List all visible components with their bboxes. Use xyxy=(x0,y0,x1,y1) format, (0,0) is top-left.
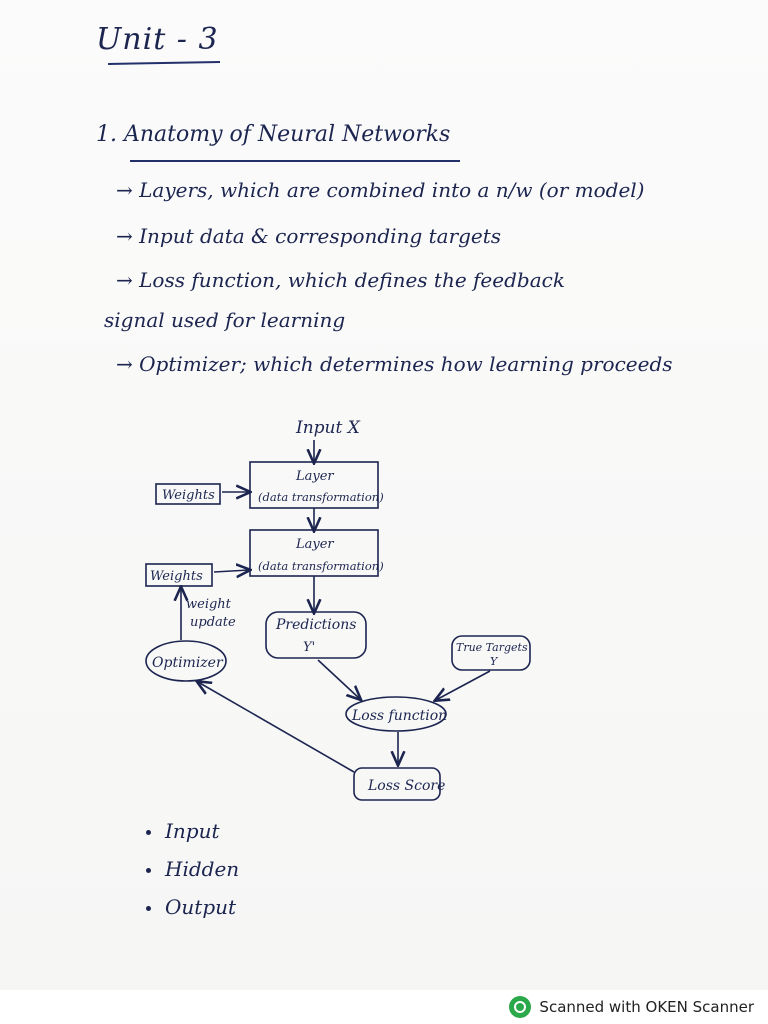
true-targets-box xyxy=(451,635,531,671)
neural-network-diagram: Input X Layer (data transformation) Weig… xyxy=(145,418,531,801)
predictions-to-loss-arrow xyxy=(317,659,360,699)
optimizer-ellipse xyxy=(145,640,227,682)
true-targets-sub: Y xyxy=(490,655,499,668)
weights2-label: Weights xyxy=(150,569,203,584)
section-heading: 1. Anatomy of Neural Networks xyxy=(96,122,451,147)
loss-function-label: Loss function xyxy=(351,708,447,724)
paper-background xyxy=(0,0,768,990)
page-title: Unit - 3 xyxy=(96,22,219,57)
weights1-label: Weights xyxy=(162,488,215,503)
true-targets-label: True Targets xyxy=(456,641,528,654)
weights1-box xyxy=(155,483,221,505)
list-item: Output xyxy=(146,888,239,926)
layer1-label: Layer xyxy=(295,469,334,484)
weight-update-label-2: update xyxy=(190,615,236,630)
layer2-label: Layer xyxy=(295,537,334,552)
loss-score-to-optimizer-arrow xyxy=(198,682,355,773)
note-line-4: signal used for learning xyxy=(104,308,346,332)
layer1-sub: (data transformation) xyxy=(258,490,384,504)
optimizer-label: Optimizer xyxy=(152,655,224,671)
predictions-sub: Y' xyxy=(303,640,315,655)
list-item: Hidden xyxy=(146,850,239,888)
scanner-watermark: Scanned with OKEN Scanner xyxy=(509,990,754,1024)
weight-update-label: weight xyxy=(186,597,232,612)
heading-underline xyxy=(130,160,460,162)
footer-bar xyxy=(0,990,768,1024)
note-line-5: → Optimizer; which determines how learni… xyxy=(116,352,673,376)
note-line-2: → Input data & corresponding targets xyxy=(116,224,502,248)
bullet-dot-icon xyxy=(146,868,151,873)
scanner-text: Scanned with OKEN Scanner xyxy=(539,998,754,1016)
loss-score-box xyxy=(353,767,441,801)
predictions-label: Predictions xyxy=(275,617,356,633)
weights2-arrow xyxy=(213,570,249,572)
list-item: Input xyxy=(146,812,239,850)
loss-score-label: Loss Score xyxy=(367,778,445,794)
bullet-dot-icon xyxy=(146,830,151,835)
layer-types-list: Input Hidden Output xyxy=(146,812,239,926)
layer2-sub: (data transformation) xyxy=(258,559,384,573)
predictions-box xyxy=(265,611,367,659)
loss-function-ellipse xyxy=(345,696,447,732)
input-label: Input X xyxy=(295,418,361,438)
note-line-1: → Layers, which are combined into a n/w … xyxy=(116,178,645,202)
scanner-logo-icon xyxy=(509,996,532,1018)
bullet-dot-icon xyxy=(146,906,151,911)
note-line-3: → Loss function, which defines the feedb… xyxy=(116,268,565,292)
targets-to-loss-arrow xyxy=(436,670,491,700)
